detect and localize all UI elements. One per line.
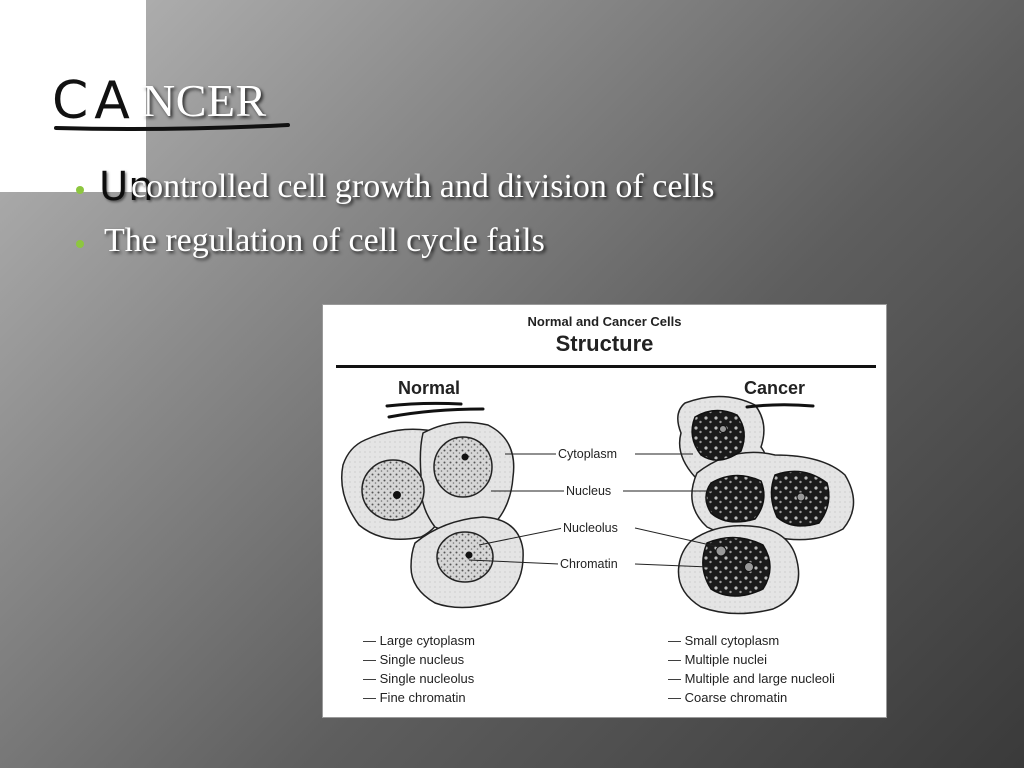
white-annotation-area (0, 0, 146, 192)
list-item: — Single nucleus (363, 652, 465, 667)
normal-nucleus-bottom (436, 531, 494, 583)
cancer-nucleolus (796, 492, 806, 502)
label-cytoplasm: Cytoplasm (556, 447, 620, 462)
normal-feature-list: — Large cytoplasm — Single nucleus — Sin… (363, 631, 475, 707)
figure-subtitle: Normal and Cancer Cells (527, 314, 682, 329)
list-item: — Fine chromatin (363, 690, 466, 705)
bullet-item: controlled cell growth and division of c… (76, 168, 715, 222)
cancer-cells (677, 395, 855, 615)
bullet-text: The regulation of cell cycle fails (104, 222, 545, 259)
label-nucleus: Nucleus (564, 484, 614, 499)
normal-nucleolus-left (393, 491, 401, 499)
cancer-nucleolus (744, 562, 754, 572)
cancer-nucleolus (719, 425, 727, 433)
cancer-nucleus-1 (691, 409, 745, 461)
normal-heading-underline (385, 401, 463, 408)
list-item: — Single nucleolus (363, 671, 475, 686)
list-item: — Large cytoplasm (363, 633, 475, 648)
figure-divider (336, 365, 876, 368)
cancer-heading: Cancer (744, 378, 806, 398)
normal-cells (340, 421, 524, 609)
list-item: — Coarse chromatin (668, 690, 788, 705)
cell-structure-figure: Normal and Cancer Cells Structure Normal… (323, 305, 886, 717)
cancer-nucleus-2 (705, 474, 765, 523)
figure-title: Structure (555, 331, 654, 356)
normal-nucleus-left (361, 459, 425, 521)
normal-heading-underline-2 (387, 407, 485, 419)
normal-heading: Normal (398, 378, 461, 398)
cancer-feature-list: — Small cytoplasm — Multiple nuclei — Mu… (668, 631, 835, 707)
slide-title: NCER (142, 75, 267, 126)
cancer-heading-underline (745, 403, 815, 409)
bullet-list: controlled cell growth and division of c… (76, 168, 715, 276)
cancer-nucleus-4 (702, 536, 771, 597)
bullet-text: controlled cell growth and division of c… (131, 168, 715, 205)
bullet-item: The regulation of cell cycle fails (76, 222, 715, 276)
list-item: — Small cytoplasm (668, 633, 780, 648)
list-item: — Multiple and large nucleoli (668, 671, 835, 686)
list-item: — Multiple nuclei (668, 652, 767, 667)
label-chromatin: Chromatin (558, 557, 620, 572)
bullet-dot-icon (76, 186, 84, 194)
bullet-dot-icon (76, 240, 84, 248)
cell-illustration (340, 395, 855, 615)
leader-lines (468, 453, 720, 568)
normal-nucleolus-bottom (465, 551, 473, 559)
cancer-nucleolus (715, 545, 727, 557)
normal-nucleolus-right (461, 453, 469, 461)
normal-nucleus-right (433, 436, 493, 498)
label-nucleolus: Nucleolus (561, 521, 620, 536)
